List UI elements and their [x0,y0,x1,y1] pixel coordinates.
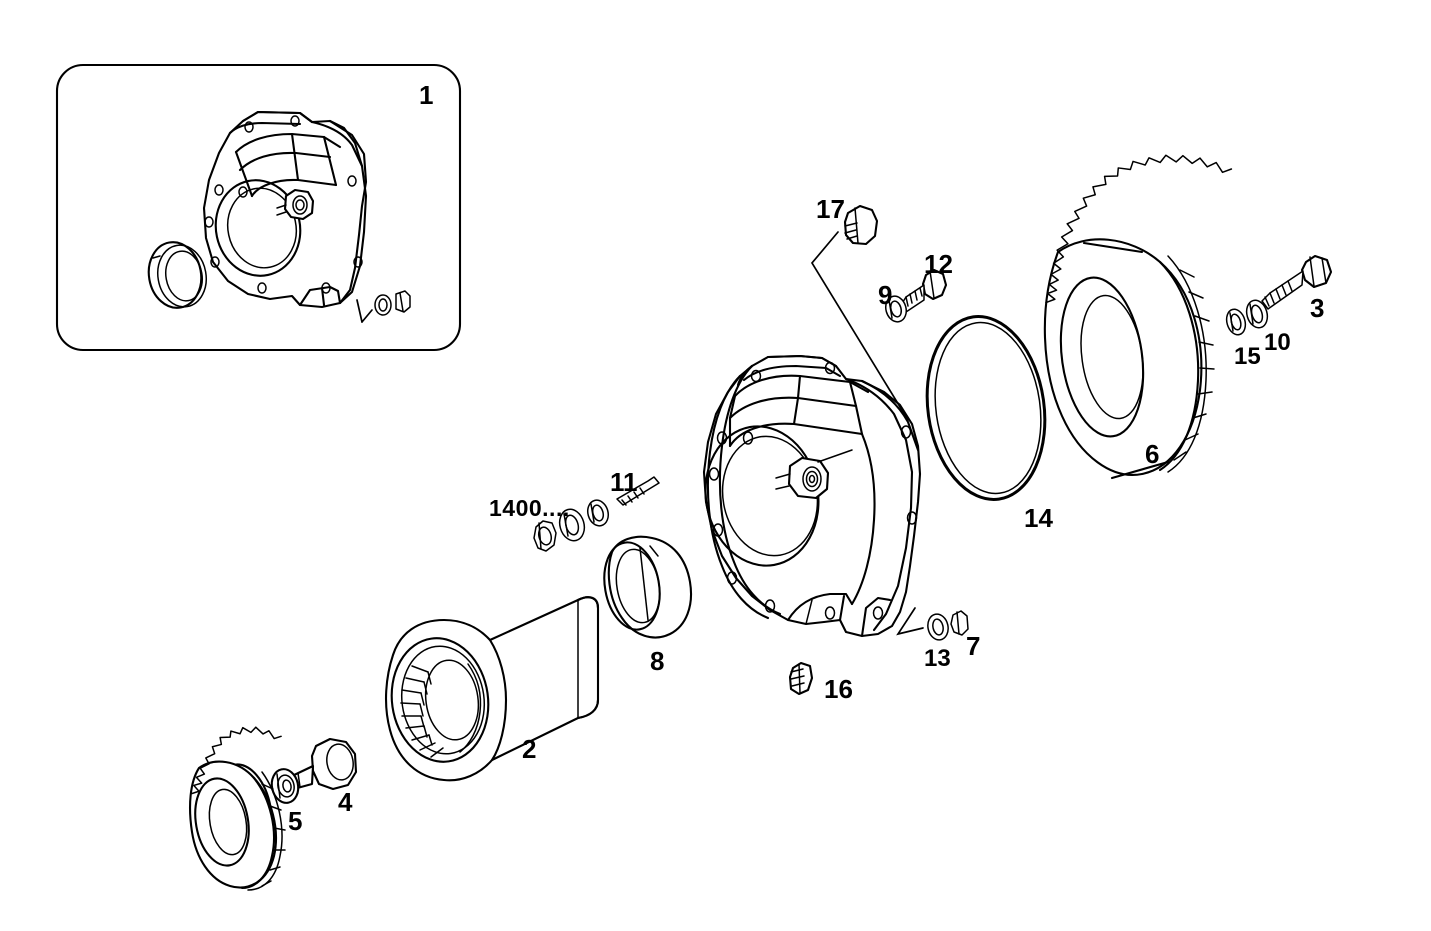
inset-assembled-housing [147,110,411,323]
part-16-threaded-plug [788,661,814,696]
part-6-ring-gear [1043,154,1233,480]
callout-label-1: 1 [419,80,434,110]
part-8-spacer-ring [603,535,692,639]
part-3-hex-head-bolt [1261,254,1333,310]
callout-label-7: 7 [966,631,981,661]
callout-label-12: 12 [924,249,953,279]
leader-line-13 [896,607,924,636]
part-11-stud [616,476,660,506]
main-output-housing [702,354,922,638]
part-9-lock-washer [884,295,908,323]
part-15-spring-washer [1225,308,1247,336]
callout-label-14: 14 [1024,503,1053,533]
part-7-bushing [950,610,969,636]
callout-label-15: 15 [1234,343,1261,370]
callout-label-3: 3 [1310,293,1325,323]
leader-line-17 [810,231,909,421]
callout-label-11: 11 [610,467,638,497]
part-13-seal-washer [927,613,949,641]
callout-label-16: 16 [824,674,853,704]
part-12-hex-bolt [900,268,948,313]
part-14-o-ring-gasket [925,315,1047,501]
callout-label-6: 6 [1145,439,1160,469]
callout-label-4: 4 [338,787,353,817]
part-2-splined-drive-sleeve [385,596,600,782]
part-5-thrust-washer [270,768,300,804]
callout-label-5: 5 [288,806,303,836]
callout-label-2: 2 [522,734,537,764]
callout-label-10: 10 [1264,329,1291,356]
part-group-1400-washers [533,499,610,552]
callout-label-9: 9 [878,280,893,310]
callout-label-17: 17 [816,194,845,224]
part-17-breather-plug [843,204,879,246]
part-4-speedometer-drive-pinion [288,737,358,792]
part-10-flat-washer [1245,299,1269,329]
part-sprocket-gear [188,726,286,891]
inset-callout-box [55,63,462,352]
callout-label-8: 8 [650,646,665,676]
callout-label-1400-group: 1400.... [489,495,570,521]
callout-label-13: 13 [924,645,951,672]
